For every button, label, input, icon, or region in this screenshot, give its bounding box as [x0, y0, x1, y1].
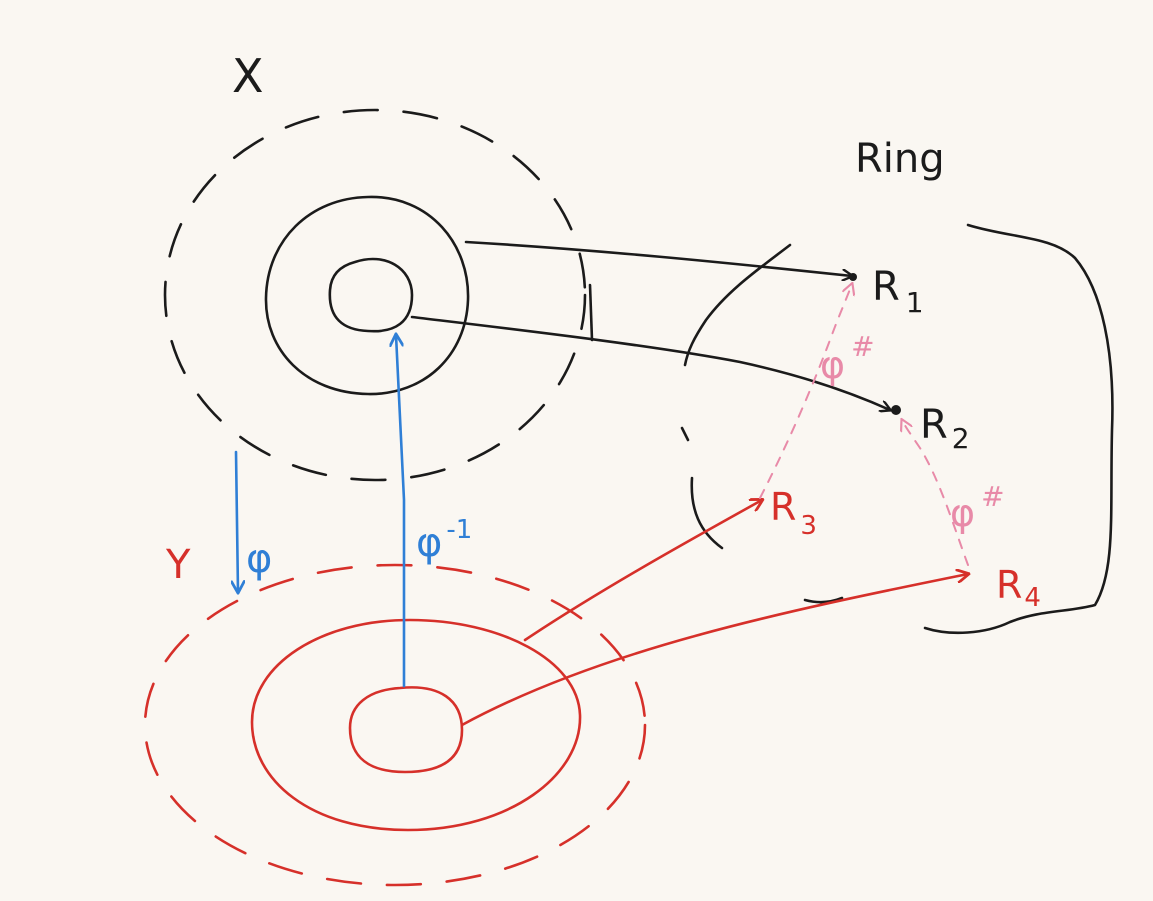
- label-r1-main: R: [872, 264, 900, 310]
- label-r3-main: R: [770, 485, 796, 529]
- label-phi-sharp-lower-sup: #: [981, 480, 1004, 513]
- label-r2-sub: 2: [952, 422, 970, 455]
- ring-region-outline: [923, 223, 1114, 635]
- space-y-outer-dashed-neighborhood: [143, 563, 647, 887]
- ring-divider-stroke: [588, 283, 594, 342]
- arrow-phi-inverse: [396, 335, 406, 688]
- label-ring: Ring: [855, 136, 945, 182]
- point-r1: [849, 273, 857, 281]
- arrow-phi-sharp-r3-to-r1: [759, 284, 852, 499]
- label-phi-down: φ: [246, 536, 272, 582]
- label-r4: R4: [996, 563, 1041, 613]
- label-space-x: X: [232, 49, 264, 103]
- label-r3-sub: 3: [800, 511, 817, 541]
- arrow-y-inner-to-r4: [460, 574, 968, 727]
- label-phi-inverse: φ-1: [416, 515, 472, 566]
- ring-region-left-curve: [690, 476, 724, 550]
- label-r1-sub: 1: [906, 286, 924, 319]
- space-x-solid-circle: [264, 195, 470, 396]
- label-phi-sharp-lower-main: φ: [950, 491, 975, 535]
- label-phi-sharp-upper-sup: #: [851, 330, 874, 363]
- space-x-group: [163, 108, 587, 482]
- label-r2-main: R: [920, 402, 948, 448]
- space-y-solid-circle: [250, 618, 582, 832]
- space-y-group: [143, 563, 647, 887]
- ring-region-left-tick: [680, 426, 690, 442]
- space-y-inner-blob: [348, 686, 464, 774]
- label-phi-inverse-sup: -1: [446, 515, 472, 545]
- space-x-outer-dashed-neighborhood: [163, 108, 587, 482]
- ring-region-group: [588, 223, 1114, 635]
- label-r4-main: R: [996, 563, 1022, 607]
- label-r4-sub: 4: [1024, 583, 1041, 613]
- arrow-y-to-r3: [523, 500, 762, 642]
- point-r2: [891, 405, 901, 415]
- label-y-space: Y: [165, 542, 191, 588]
- label-phi-sharp-lower: φ#: [950, 480, 1005, 535]
- ring-region-bottom-stroke: [803, 596, 844, 604]
- arrow-phi-down: [236, 450, 238, 592]
- space-x-inner-blob: [328, 257, 414, 333]
- label-phi-inverse-main: φ: [416, 520, 442, 566]
- label-phi-sharp-upper: φ#: [820, 330, 875, 387]
- arrow-x-to-r1: [464, 240, 852, 276]
- arrow-x-inner-to-r2: [410, 315, 890, 410]
- arrow-phi-sharp-r4-to-r2: [902, 420, 969, 566]
- ring-region-partial-arc: [683, 243, 792, 367]
- label-phi-sharp-upper-main: φ: [820, 343, 845, 387]
